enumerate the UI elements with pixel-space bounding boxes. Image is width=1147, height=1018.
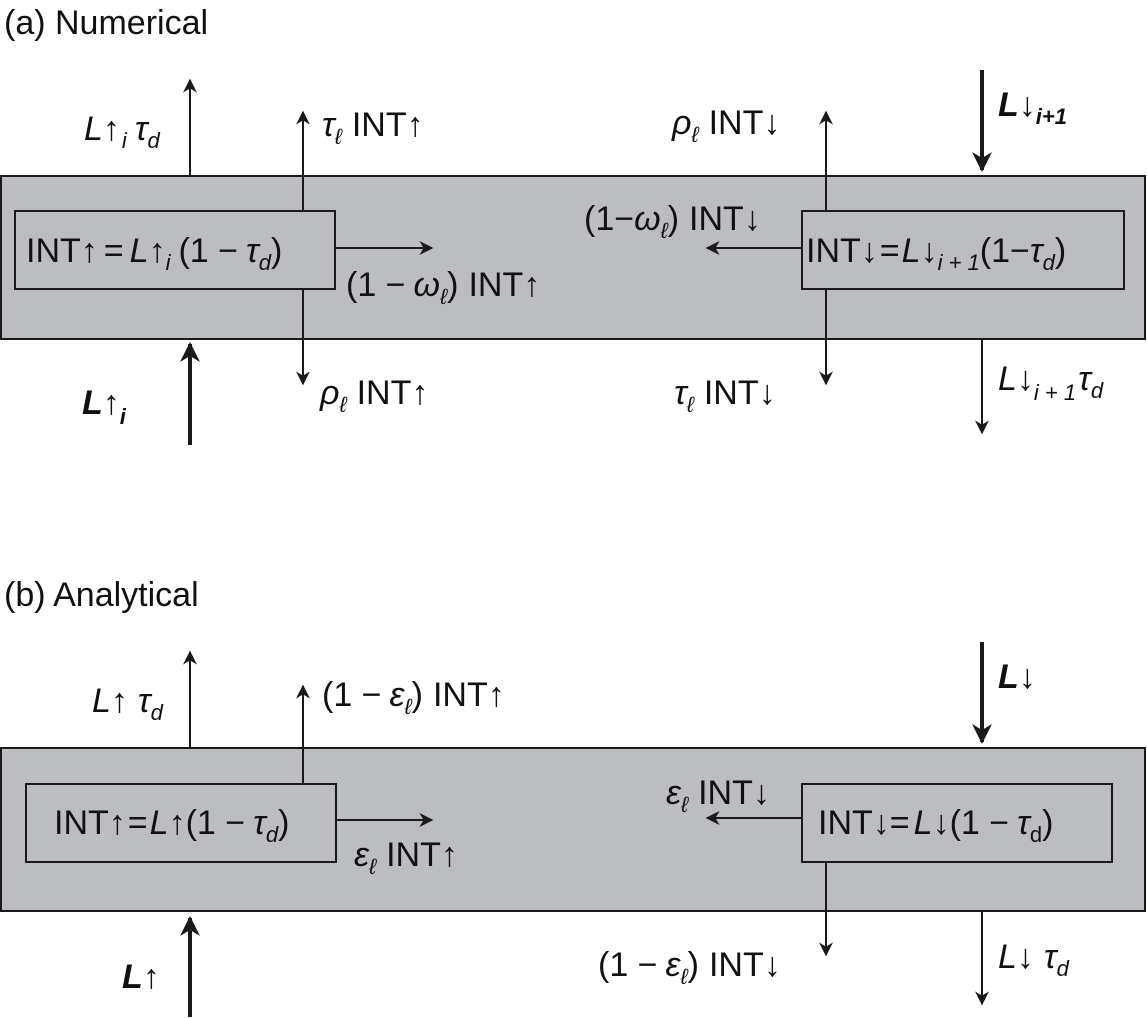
int-down-box-b <box>801 783 1113 863</box>
int-up-box-a <box>14 210 336 290</box>
label-l-down-tau-d: L↓τd <box>998 938 1070 981</box>
int-down-box-a <box>801 210 1125 290</box>
label-one-minus-omega-int-up: (1 −ωℓ)INT↑ <box>346 266 540 309</box>
label-int-down-equation-a: INT↓=L↓i + 1(1−τd) <box>806 232 1066 275</box>
label-l-up-tau-d: L↑τd <box>92 682 164 725</box>
label-l-down-i1-incoming: L↓i+1 <box>998 86 1067 129</box>
panel-a-title: (a) Numerical <box>4 4 208 42</box>
panel-b-title: (b) Analytical <box>4 576 199 614</box>
label-l-down-i1-tau-d: L↓i + 1τd <box>998 360 1104 405</box>
label-int-up-equation-b: INT↑=L↑(1 −τd) <box>54 804 289 847</box>
label-l-up-incoming-b: L↑ <box>122 958 160 996</box>
int-up-box-b <box>25 783 337 863</box>
label-l-up-i-incoming: L↑i <box>82 384 127 429</box>
panel-b: (b) Analytical L↑τd (1 −εℓ)INT↑ INT↑=L↑(… <box>0 576 1146 1017</box>
label-one-minus-omega-int-down: (1−ωℓ)INT↓ <box>584 200 761 243</box>
label-one-minus-eps-int-down: (1 −εℓ)INT↓ <box>598 946 781 989</box>
label-int-down-equation-b: INT↓=L↓(1 −τd) <box>818 804 1053 847</box>
label-one-minus-eps-int-up: (1 −εℓ)INT↑ <box>322 676 505 719</box>
label-int-up-equation-a: INT↑=L↑i(1 −τd) <box>26 232 282 275</box>
label-l-down-incoming-b: L↓ <box>998 658 1036 696</box>
